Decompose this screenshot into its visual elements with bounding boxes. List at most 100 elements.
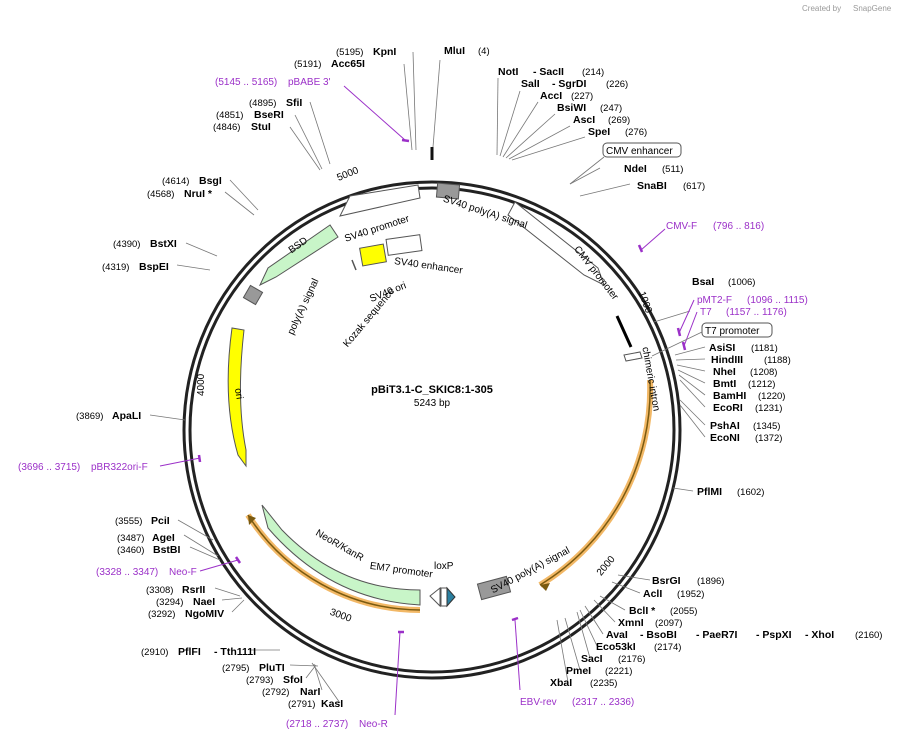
- primer-labels: (5145 .. 5165) pBABE 3' CMV-F (796 .. 81…: [18, 77, 808, 730]
- enzyme-pos: (2791): [288, 699, 315, 710]
- credit-brand: SnapGene: [853, 4, 892, 13]
- enzyme-name: EcoRI: [713, 402, 743, 414]
- enzyme-name: SfoI: [283, 674, 303, 686]
- feature-em7-arrow: [429, 586, 441, 608]
- enzyme-pos: (4568): [147, 189, 174, 200]
- plasmid-length: 5243 bp: [414, 398, 451, 409]
- enzyme-pos: (1952): [677, 589, 704, 600]
- enzyme-pos: (276): [625, 127, 647, 138]
- primer-range: (2317 .. 2336): [572, 697, 634, 708]
- plasmid-name: pBiT3.1-C_SKIC8:1-305: [371, 384, 493, 396]
- enzyme-name: - SgrDI: [552, 78, 587, 90]
- box-cmv-enhancer-label: CMV enhancer: [606, 146, 673, 157]
- enzyme-name: AclI: [643, 588, 662, 600]
- enzyme-name: BclI *: [629, 605, 656, 617]
- enzyme-name: SacI: [581, 653, 603, 665]
- enzyme-pos: (1372): [755, 433, 782, 444]
- enzyme-pos: (1345): [753, 421, 780, 432]
- enzyme-pos: (247): [600, 103, 622, 114]
- feature-label-em7: EM7 promoter: [369, 561, 434, 581]
- enzyme-name: - XhoI: [805, 629, 834, 641]
- feature-sv40-ori-box: [359, 243, 387, 267]
- feature-label-chimeric-intron: chimeric intron: [639, 346, 661, 412]
- box-t7-promoter-label: T7 promoter: [705, 326, 760, 337]
- enzyme-name: XbaI: [550, 677, 572, 689]
- insert-arrowhead: [540, 583, 550, 591]
- feature-t7-arrow: [623, 351, 643, 362]
- primer-name: pMT2-F: [697, 295, 732, 306]
- enzyme-name: BstBI: [153, 544, 181, 556]
- enzyme-pos: (617): [683, 181, 705, 192]
- tick-2000: 2000: [595, 554, 618, 578]
- feature-em7-box: [440, 587, 448, 607]
- tick-4000: 4000: [196, 373, 207, 396]
- primer-leaders: [159, 85, 698, 716]
- enzyme-pos: (226): [606, 79, 628, 90]
- enzyme-pos: (4614): [162, 176, 189, 187]
- enzyme-name: MluI: [444, 45, 465, 57]
- enzyme-name: SalI: [521, 78, 540, 90]
- primer-name: Neo-R: [359, 719, 388, 730]
- enzyme-name: AgeI: [152, 532, 175, 544]
- backbone-outer: [182, 180, 682, 680]
- enzyme-name: BsiWI: [557, 102, 586, 114]
- enzyme-pos: (4390): [113, 239, 140, 250]
- enzyme-name: - SacII: [533, 66, 564, 78]
- primer-range: (2718 .. 2737): [286, 719, 348, 730]
- enzyme-name: ApaLI: [112, 410, 141, 422]
- feature-polya-box: [242, 284, 264, 306]
- enzyme-pos: (3294): [156, 597, 183, 608]
- feature-cmv-promoter-arrow: [507, 201, 605, 287]
- enzyme-name: SfiI: [286, 97, 302, 109]
- box-cmv-enhancer: [602, 142, 682, 158]
- enzyme-name: BspEI: [139, 261, 169, 273]
- primer-range: (1157 .. 1176): [726, 307, 787, 318]
- primer-name: pBR322ori-F: [91, 462, 148, 473]
- enzyme-labels: MluI (4) NotI - SacII (214) SalI - SgrDI…: [76, 45, 882, 710]
- feature-label-loxp: loxP: [434, 561, 454, 572]
- enzyme-name: BseRI: [254, 109, 284, 121]
- enzyme-name: KasI: [321, 698, 343, 710]
- primer-marks: [197, 138, 687, 634]
- enzyme-name: EcoNI: [710, 432, 740, 444]
- enzyme-name: NaeI: [193, 596, 215, 608]
- enzyme-pos: (1896): [697, 576, 724, 587]
- enzyme-pos: (2174): [654, 642, 681, 653]
- enzyme-name: StuI: [251, 121, 271, 133]
- enzyme-pos: (4846): [213, 122, 240, 133]
- primer-range: (796 .. 816): [713, 221, 764, 232]
- feature-label-ori: ori: [232, 387, 245, 400]
- enzyme-name: SpeI: [588, 126, 610, 138]
- neo-arrow-line: [247, 514, 421, 611]
- enzyme-pos: (511): [662, 164, 683, 175]
- enzyme-name: Acc65I: [331, 58, 365, 70]
- enzyme-name: - BsoBI: [640, 629, 677, 641]
- enzyme-pos: (269): [608, 115, 630, 126]
- primer-name: CMV-F: [666, 221, 697, 232]
- credit-text: Created by: [802, 4, 841, 13]
- feature-sv40-promoter-arrow: [339, 184, 421, 217]
- enzyme-name: NarI: [300, 686, 321, 698]
- enzyme-pos: (2176): [618, 654, 645, 665]
- feature-sv40-polya-box: [435, 182, 461, 200]
- feature-loxp-arrow: [446, 586, 456, 608]
- enzyme-name: PciI: [151, 515, 170, 527]
- enzyme-pos: (1006): [728, 277, 755, 288]
- enzyme-pos: (1181): [751, 343, 778, 354]
- feature-bsd-arrow: [258, 224, 339, 287]
- enzyme-name: - Tth111I: [214, 646, 256, 658]
- enzyme-pos: (4319): [102, 262, 129, 273]
- enzyme-name: Eco53kI: [596, 641, 636, 653]
- feature-sv40-enhancer-box: [385, 234, 423, 256]
- enzyme-pos: (3869): [76, 411, 103, 422]
- enzyme-name: AsiSI: [709, 342, 735, 354]
- boxed-labels: CMV enhancer T7 promoter: [569, 142, 773, 357]
- enzyme-name: AscI: [573, 114, 595, 126]
- enzyme-pos: (2160): [855, 630, 882, 641]
- primer-name: pBABE 3': [288, 77, 331, 88]
- enzyme-name: - PaeR7I: [696, 629, 738, 641]
- enzyme-pos: (5195): [336, 47, 363, 58]
- enzyme-pos: (4): [478, 46, 490, 57]
- enzyme-pos: (1208): [750, 367, 777, 378]
- enzyme-pos: (2793): [246, 675, 273, 686]
